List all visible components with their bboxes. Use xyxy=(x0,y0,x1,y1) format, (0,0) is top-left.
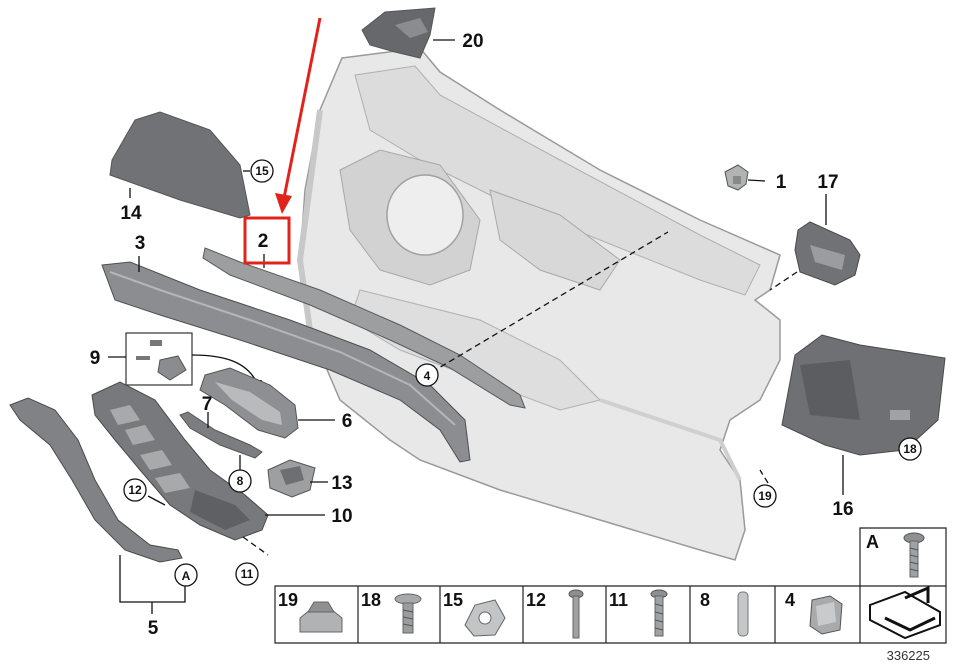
sheet-material-icon xyxy=(869,585,941,640)
part-1-clip xyxy=(724,164,749,191)
part-7-grip-trim xyxy=(179,411,263,459)
part-3-long-trim xyxy=(101,261,471,463)
part-9-kit xyxy=(125,332,262,388)
clip-icon xyxy=(809,595,843,635)
part-13-switch-frame xyxy=(267,459,316,498)
callout-16: 16 xyxy=(832,499,853,520)
callout-11-circle: 11 xyxy=(235,562,259,586)
leader-lines xyxy=(108,39,844,614)
svg-text:8: 8 xyxy=(237,474,244,488)
svg-text:19: 19 xyxy=(758,489,772,503)
washer-screw-icon xyxy=(394,593,422,634)
legend-cell-4-number: 4 xyxy=(785,590,795,610)
svg-text:12: 12 xyxy=(128,483,142,497)
circled-callouts: 15 4 8 12 11 A 18 19 xyxy=(123,159,922,587)
legend-cell-18-number: 18 xyxy=(361,590,381,610)
door-trim-panel xyxy=(296,47,781,561)
part-6-handle-bezel xyxy=(199,367,299,439)
svg-text:A: A xyxy=(182,569,191,583)
part-20-mirror-cover xyxy=(361,7,436,59)
callout-3: 3 xyxy=(135,233,146,254)
callout-14: 14 xyxy=(120,203,142,224)
legend-cell-19-number: 19 xyxy=(278,590,298,610)
pin-icon xyxy=(737,591,749,637)
callout-9: 9 xyxy=(90,348,101,369)
part-2-trim-strip xyxy=(202,247,526,409)
callout-17: 17 xyxy=(817,172,838,193)
callout-labels: 20 14 3 2 9 7 6 13 10 5 1 17 16 xyxy=(90,31,854,639)
callout-4-circle: 4 xyxy=(415,363,439,387)
legend-cell-12-number: 12 xyxy=(526,590,546,610)
part-10-switch-panel xyxy=(91,381,269,541)
speed-nut-icon xyxy=(464,599,506,637)
legend-cell-a-label: A xyxy=(866,532,879,552)
callout-10: 10 xyxy=(331,506,352,527)
callout-5: 5 xyxy=(148,618,159,639)
long-screw-icon xyxy=(568,589,584,639)
svg-text:4: 4 xyxy=(424,369,431,383)
screw-a-icon xyxy=(903,532,925,578)
nut-icon xyxy=(299,601,343,633)
callout-6: 6 xyxy=(342,411,353,432)
callout-7: 7 xyxy=(202,394,213,415)
part-5-grab-handle xyxy=(9,397,183,563)
part-16-side-bracket xyxy=(781,334,946,456)
callout-8-circle: 8 xyxy=(228,469,252,493)
short-screw-icon xyxy=(650,589,668,637)
callout-19-circle: 19 xyxy=(753,484,777,508)
callout-15-circle: 15 xyxy=(250,159,274,183)
callout-13: 13 xyxy=(331,473,352,494)
legend-cell-8-number: 8 xyxy=(700,590,710,610)
callout-20: 20 xyxy=(462,31,483,52)
svg-text:15: 15 xyxy=(255,164,269,178)
callout-2: 2 xyxy=(258,231,269,252)
svg-text:11: 11 xyxy=(241,567,254,581)
legend-cell-15-number: 15 xyxy=(443,590,463,610)
svg-text:18: 18 xyxy=(903,442,917,456)
callout-18-circle: 18 xyxy=(898,437,922,461)
callout-12-circle: 12 xyxy=(123,478,147,502)
callout-1: 1 xyxy=(776,172,787,193)
callout-a-circle: A xyxy=(174,563,198,587)
legend-cell-11-number: 11 xyxy=(609,590,628,610)
highlight-annotation xyxy=(243,17,322,265)
diagram-code: 336225 xyxy=(887,648,930,663)
part-17-bracket xyxy=(794,221,861,286)
fastener-legend-table: 19 18 15 12 11 8 4 A xyxy=(274,527,947,644)
